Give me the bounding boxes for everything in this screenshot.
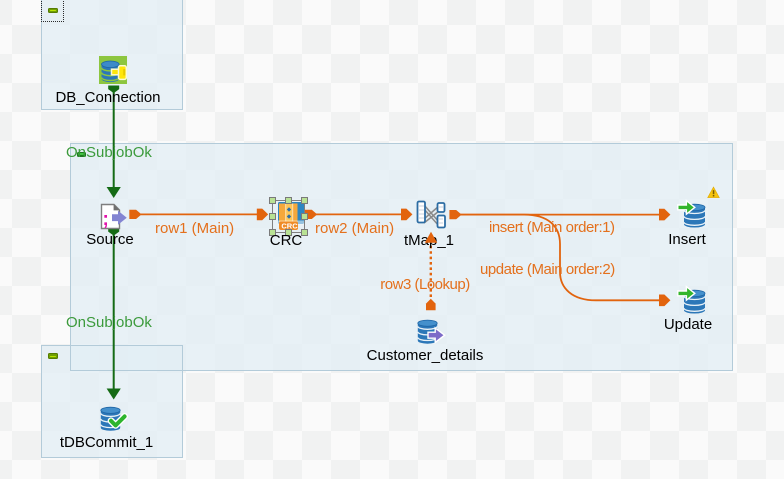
svg-text:CRC: CRC xyxy=(281,221,298,230)
svg-text:;: ; xyxy=(103,209,109,230)
